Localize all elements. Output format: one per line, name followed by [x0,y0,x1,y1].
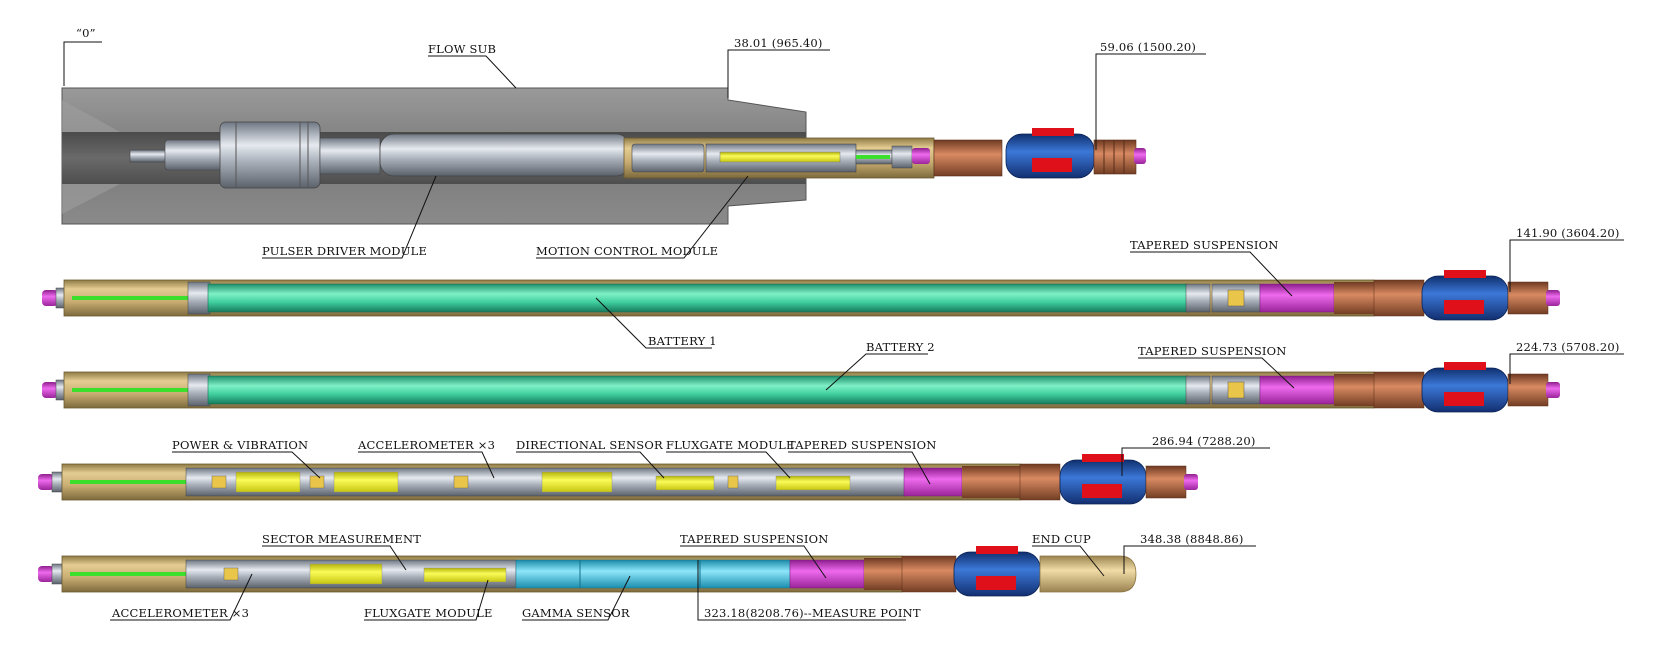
power-vibration-label: POWER & VIBRATION [172,438,309,452]
centralizer-row1 [933,128,1146,179]
dimension-286-label: 286.94 (7288.20) [1152,434,1256,448]
row-flow-sub [61,87,1146,225]
row-gamma [38,546,1137,597]
pulser-driver-module [129,121,631,189]
tapered-suspension-2-label: TAPERED SUSPENSION [1138,344,1287,358]
dimension-38-label: 38.01 (965.40) [734,36,823,50]
directional-sensor-label: DIRECTIONAL SENSOR [516,438,663,452]
tapered-suspension-1-label: TAPERED SUSPENSION [1130,238,1279,252]
dimension-141-label: 141.90 (3604.20) [1516,226,1620,240]
accelerometer-bottom-label: ACCELEROMETER ×3 [112,606,250,620]
centralizer-row4 [962,454,1198,505]
accelerometer-top-label: ACCELEROMETER ×3 [358,438,496,452]
row-battery-2 [42,362,1560,413]
dimension-224-label: 224.73 (5708.20) [1516,340,1620,354]
end-cup-label: END CUP [1032,532,1091,546]
zero-marker-label: “0” [76,26,96,40]
pulser-driver-label: PULSER DRIVER MODULE [262,244,428,258]
fluxgate-top-label: FLUXGATE MODULE [666,438,795,452]
flow-sub-label: FLOW SUB [428,42,497,56]
centralizer-row5 [864,546,1041,597]
battery-2-label: BATTERY 2 [866,340,935,354]
tapered-suspension-3-label: TAPERED SUSPENSION [788,438,937,452]
motion-control-label: MOTION CONTROL MODULE [536,244,719,258]
tapered-suspension-4-label: TAPERED SUSPENSION [680,532,829,546]
leader-lines [63,41,1624,621]
dimension-348-label: 348.38 (8848.86) [1140,532,1244,546]
battery-1-body [207,283,1189,313]
gamma-sensor-body [515,559,791,589]
centralizer-row2 [1334,270,1560,321]
battery-2-body [207,375,1189,405]
centralizer-row3 [1334,362,1560,413]
row-sensors [38,454,1198,505]
end-cup [1039,555,1137,593]
dimension-59-label: 59.06 (1500.20) [1100,40,1197,54]
measure-point-label: 323.18(8208.76)--MEASURE POINT [704,606,921,620]
sector-measurement-label: SECTOR MEASUREMENT [262,532,422,546]
fluxgate-bottom-label: FLUXGATE MODULE [364,606,493,620]
battery-1-label: BATTERY 1 [648,334,717,348]
motion-control-module [631,143,930,173]
row-battery-1 [42,270,1560,321]
gamma-sensor-label: GAMMA SENSOR [522,606,630,620]
